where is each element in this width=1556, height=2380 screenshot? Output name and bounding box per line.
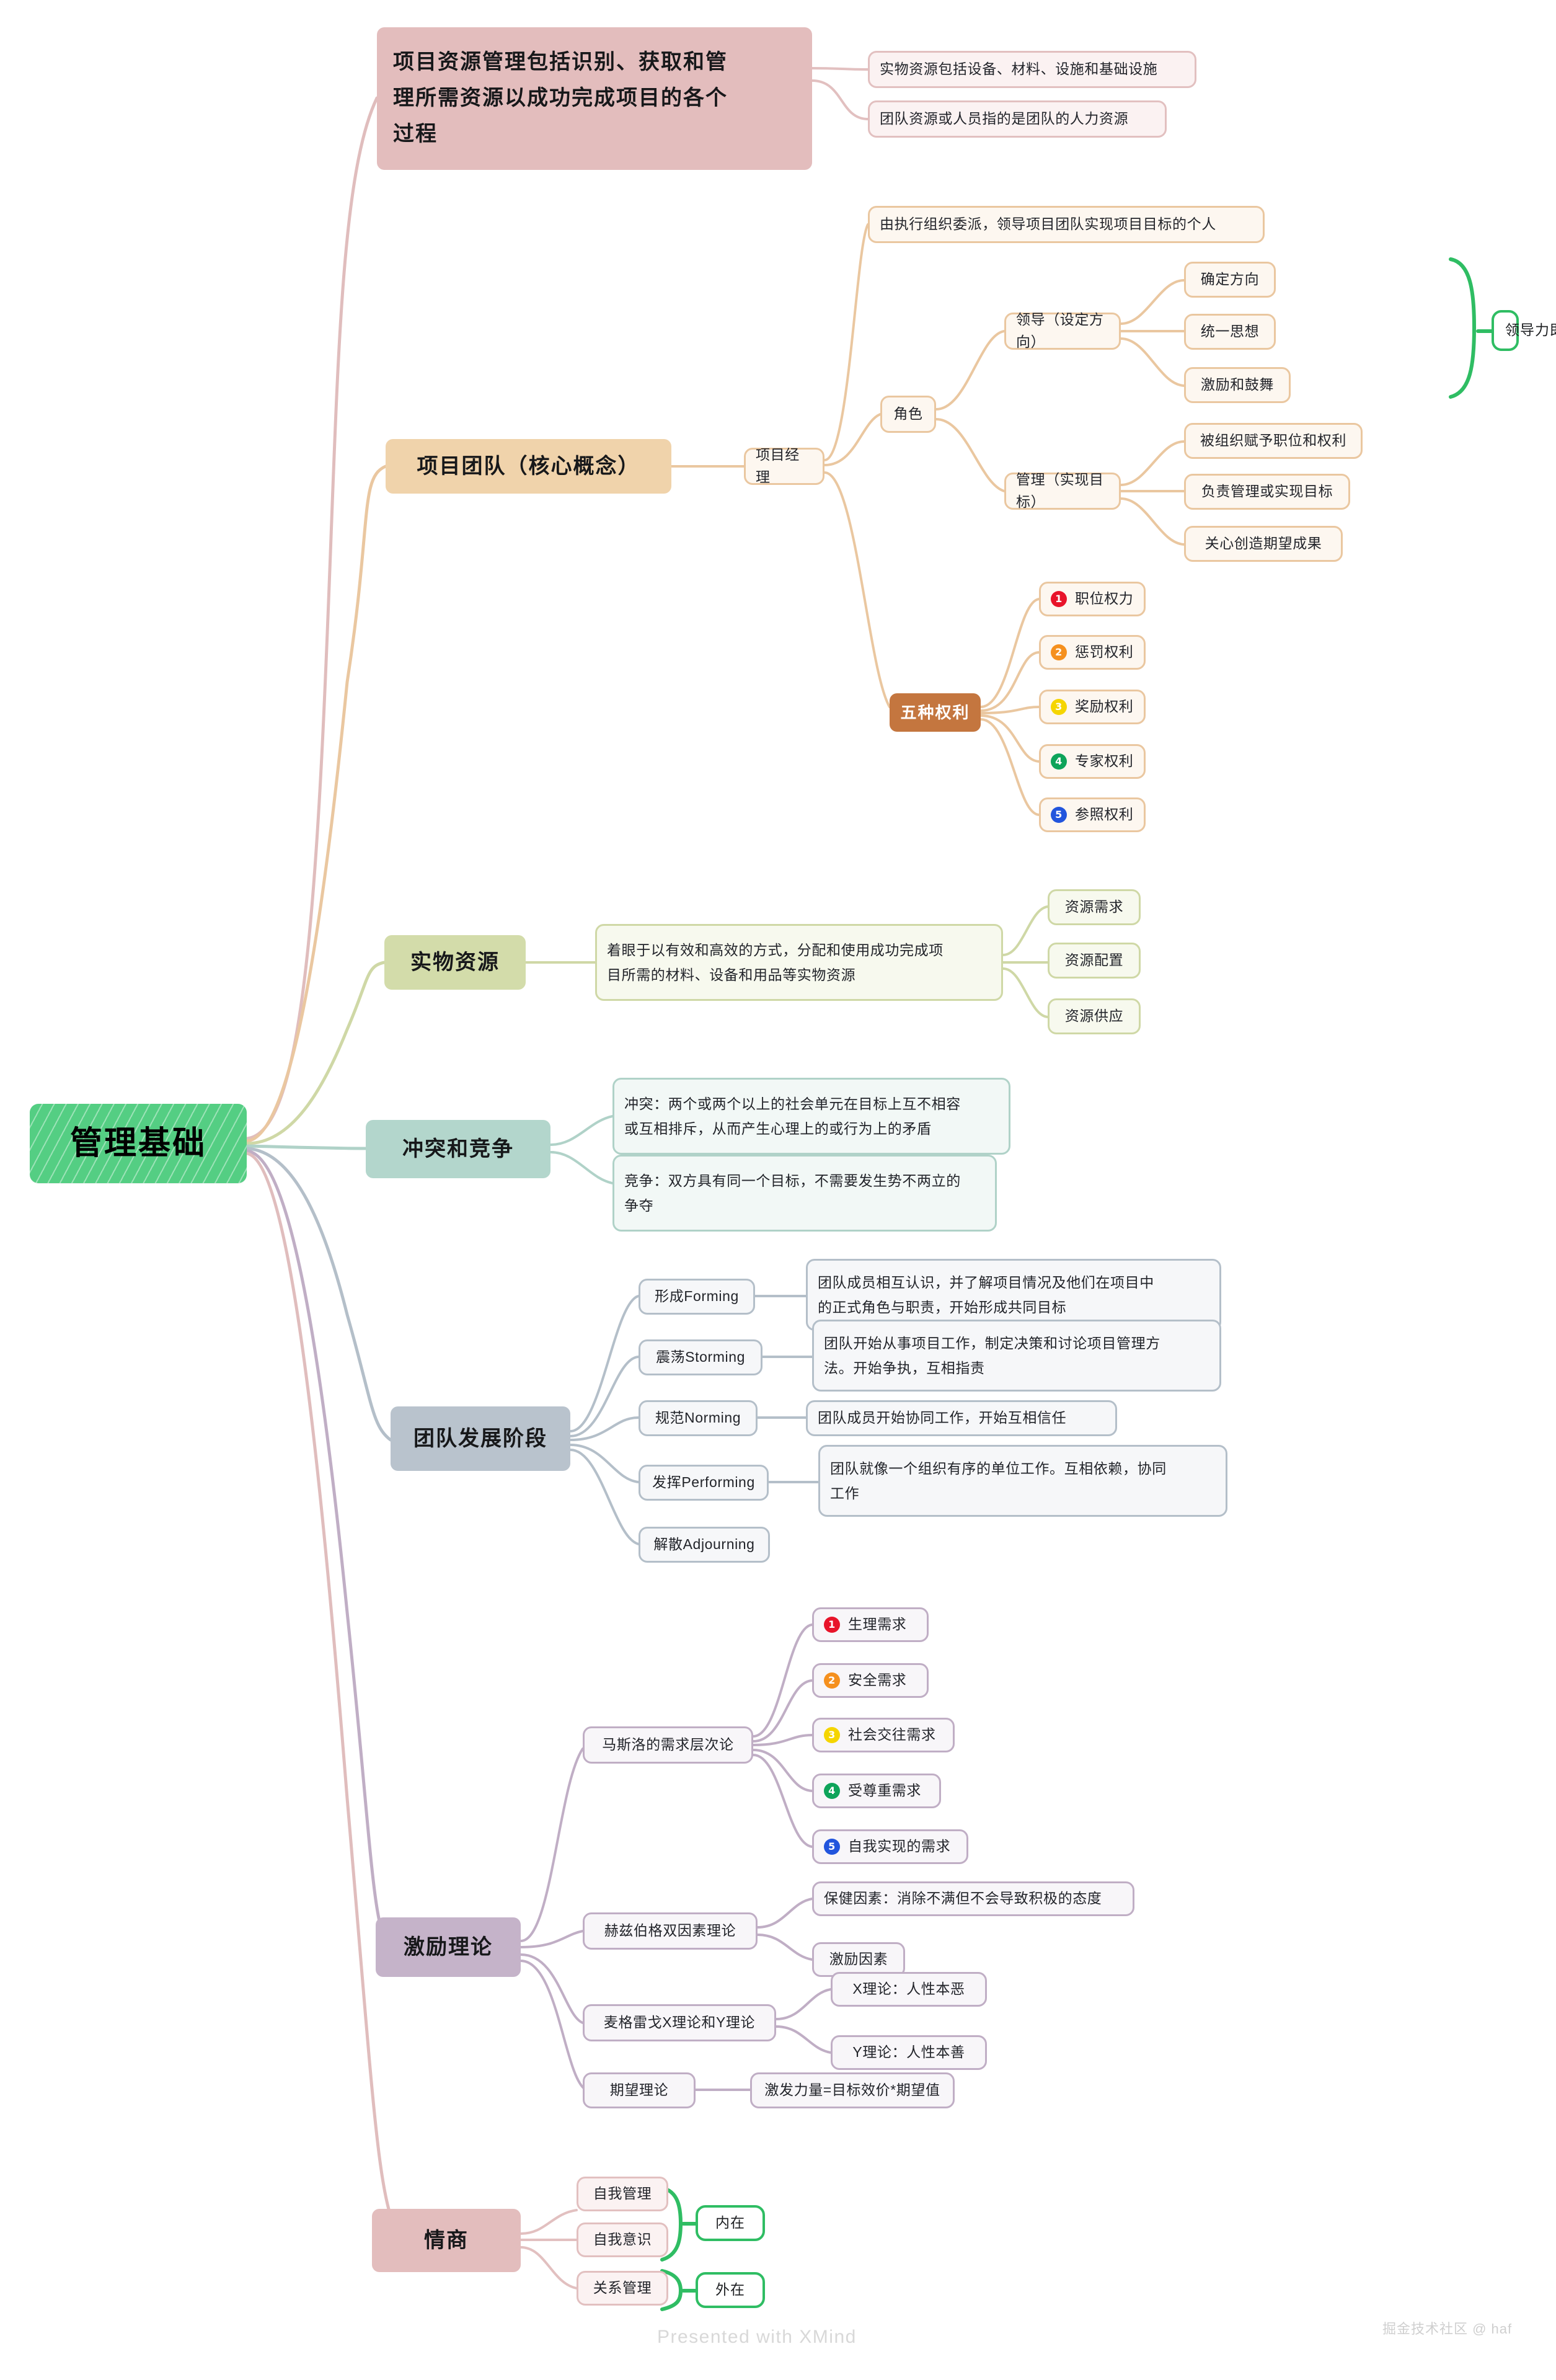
node-granted-position-power[interactable]: 被组织赋予职位和权利	[1184, 423, 1363, 459]
note-conflict-definition[interactable]: 冲突：两个或两个以上的社会单元在目标上互不相容 或互相排斥，从而产生心理上的或行…	[612, 1078, 1010, 1155]
node-expectancy-formula[interactable]: 激发力量=目标效价*期望值	[750, 2072, 955, 2108]
badge-number-3: 3	[824, 1727, 840, 1743]
node-unify-thought[interactable]: 统一思想	[1184, 314, 1276, 350]
node-power-punishment[interactable]: 2 惩罚权利	[1039, 635, 1146, 670]
branch-project-team-label: 项目团队（核心概念）	[417, 454, 640, 478]
detail-stage-storming[interactable]: 团队开始从事项目工作，制定决策和讨论项目管理方 法。开始争执，互相指责	[812, 1320, 1221, 1392]
badge-number-1: 1	[824, 1617, 840, 1633]
branch-team-development[interactable]: 团队发展阶段	[391, 1406, 570, 1471]
node-relationship-management[interactable]: 关系管理	[577, 2271, 668, 2306]
callout-leadership-is-influence[interactable]: 领导力即是影响力	[1492, 310, 1556, 351]
node-need-esteem[interactable]: 4 受尊重需求	[812, 1774, 941, 1808]
node-stage-norming[interactable]: 规范Norming	[639, 1400, 758, 1436]
node-self-management[interactable]: 自我管理	[577, 2177, 668, 2211]
node-power-reward[interactable]: 3 奖励权利	[1039, 690, 1146, 724]
node-self-awareness[interactable]: 自我意识	[577, 2222, 668, 2257]
badge-number-4: 4	[824, 1783, 840, 1799]
node-need-self-actualization[interactable]: 5 自我实现的需求	[812, 1829, 968, 1864]
badge-number-4: 4	[1051, 753, 1067, 770]
node-theory-y[interactable]: Y理论：人性本善	[831, 2035, 987, 2070]
node-role[interactable]: 角色	[880, 396, 936, 433]
branch-physical-resources-label: 实物资源	[410, 950, 500, 974]
badge-number-2: 2	[824, 1672, 840, 1689]
note-project-manager-definition[interactable]: 由执行组织委派，领导项目团队实现项目目标的个人	[868, 206, 1265, 243]
branch-team-development-label: 团队发展阶段	[413, 1426, 547, 1450]
node-theory-x[interactable]: X理论：人性本恶	[831, 1972, 987, 2007]
badge-number-1: 1	[1051, 591, 1067, 607]
detail-stage-forming[interactable]: 团队成员相互认识，并了解项目情况及他们在项目中 的正式角色与职责，开始形成共同目…	[806, 1259, 1221, 1331]
node-resource-allocation[interactable]: 资源配置	[1048, 943, 1141, 979]
detail-stage-performing[interactable]: 团队就像一个组织有序的单位工作。互相依赖，协同 工作	[818, 1445, 1227, 1517]
branch-resource-management[interactable]: 项目资源管理包括识别、获取和管 理所需资源以成功完成项目的各个 过程	[377, 27, 812, 170]
node-power-referent[interactable]: 5 参照权利	[1039, 797, 1146, 832]
badge-number-3: 3	[1051, 699, 1067, 715]
node-resource-supply[interactable]: 资源供应	[1048, 998, 1141, 1034]
node-maslow-hierarchy[interactable]: 马斯洛的需求层次论	[583, 1726, 753, 1764]
branch-motivation-theory[interactable]: 激励理论	[376, 1917, 521, 1977]
node-project-manager[interactable]: 项目经理	[744, 446, 824, 485]
node-resource-requirement[interactable]: 资源需求	[1048, 889, 1141, 925]
node-mcgregor-x-y[interactable]: 麦格雷戈X理论和Y理论	[583, 2004, 776, 2041]
root-label: 管理基础	[69, 1125, 206, 1161]
node-herzberg-two-factor[interactable]: 赫兹伯格双因素理论	[583, 1912, 758, 1950]
branch-conflict-competition[interactable]: 冲突和竞争	[366, 1120, 550, 1178]
node-need-safety[interactable]: 2 安全需求	[812, 1663, 929, 1698]
note-competition-definition[interactable]: 竞争：双方具有同一个目标，不需要发生势不两立的 争夺	[612, 1155, 997, 1232]
branch-resource-management-label: 项目资源管理包括识别、获取和管 理所需资源以成功完成项目的各个 过程	[393, 50, 728, 146]
node-leadership[interactable]: 领导（设定方向）	[1004, 311, 1121, 350]
badge-number-2: 2	[1051, 644, 1067, 660]
badge-number-5: 5	[1051, 807, 1067, 823]
node-need-physiological[interactable]: 1 生理需求	[812, 1607, 929, 1642]
node-need-social[interactable]: 3 社会交往需求	[812, 1718, 955, 1752]
detail-stage-norming[interactable]: 团队成员开始协同工作，开始互相信任	[806, 1400, 1117, 1436]
node-management[interactable]: 管理（实现目标）	[1004, 471, 1121, 510]
branch-emotional-intelligence[interactable]: 情商	[372, 2209, 521, 2272]
node-stage-storming[interactable]: 震荡Storming	[639, 1339, 763, 1375]
node-stage-adjourning[interactable]: 解散Adjourning	[639, 1527, 770, 1563]
node-power-expert[interactable]: 4 专家权利	[1039, 744, 1146, 779]
branch-physical-resources[interactable]: 实物资源	[384, 935, 526, 990]
author-credit: 掘金技术社区 @ haf	[1382, 2321, 1513, 2337]
node-stage-performing[interactable]: 发挥Performing	[639, 1465, 769, 1501]
node-hygiene-factor[interactable]: 保健因素：消除不满但不会导致积极的态度	[812, 1881, 1134, 1916]
branch-emotional-intelligence-label: 情商	[424, 2228, 469, 2252]
node-stage-forming[interactable]: 形成Forming	[639, 1279, 755, 1315]
branch-motivation-theory-label: 激励理论	[404, 1935, 493, 1959]
note-team-resource-definition[interactable]: 团队资源或人员指的是团队的人力资源	[868, 100, 1167, 138]
node-expectancy-theory[interactable]: 期望理论	[583, 2072, 696, 2108]
root-node[interactable]: 管理基础	[30, 1104, 247, 1183]
callout-internal[interactable]: 内在	[696, 2205, 765, 2241]
node-responsible-for-goals[interactable]: 负责管理或实现目标	[1184, 474, 1350, 510]
note-physical-resource-management[interactable]: 着眼于以有效和高效的方式，分配和使用成功完成项 目所需的材料、设备和用品等实物资…	[595, 924, 1003, 1001]
branch-conflict-competition-label: 冲突和竞争	[402, 1137, 514, 1161]
note-physical-resource-definition[interactable]: 实物资源包括设备、材料、设施和基础设施	[868, 51, 1196, 88]
node-five-powers[interactable]: 五种权利	[890, 693, 981, 732]
branch-project-team[interactable]: 项目团队（核心概念）	[386, 439, 671, 494]
badge-number-5: 5	[824, 1839, 840, 1855]
node-care-about-results[interactable]: 关心创造期望成果	[1184, 526, 1343, 562]
node-motivate-inspire[interactable]: 激励和鼓舞	[1184, 367, 1291, 403]
node-set-direction[interactable]: 确定方向	[1184, 262, 1276, 298]
xmind-watermark: Presented with XMind	[657, 2327, 857, 2347]
node-power-position[interactable]: 1 职位权力	[1039, 582, 1146, 616]
callout-external[interactable]: 外在	[696, 2272, 765, 2308]
